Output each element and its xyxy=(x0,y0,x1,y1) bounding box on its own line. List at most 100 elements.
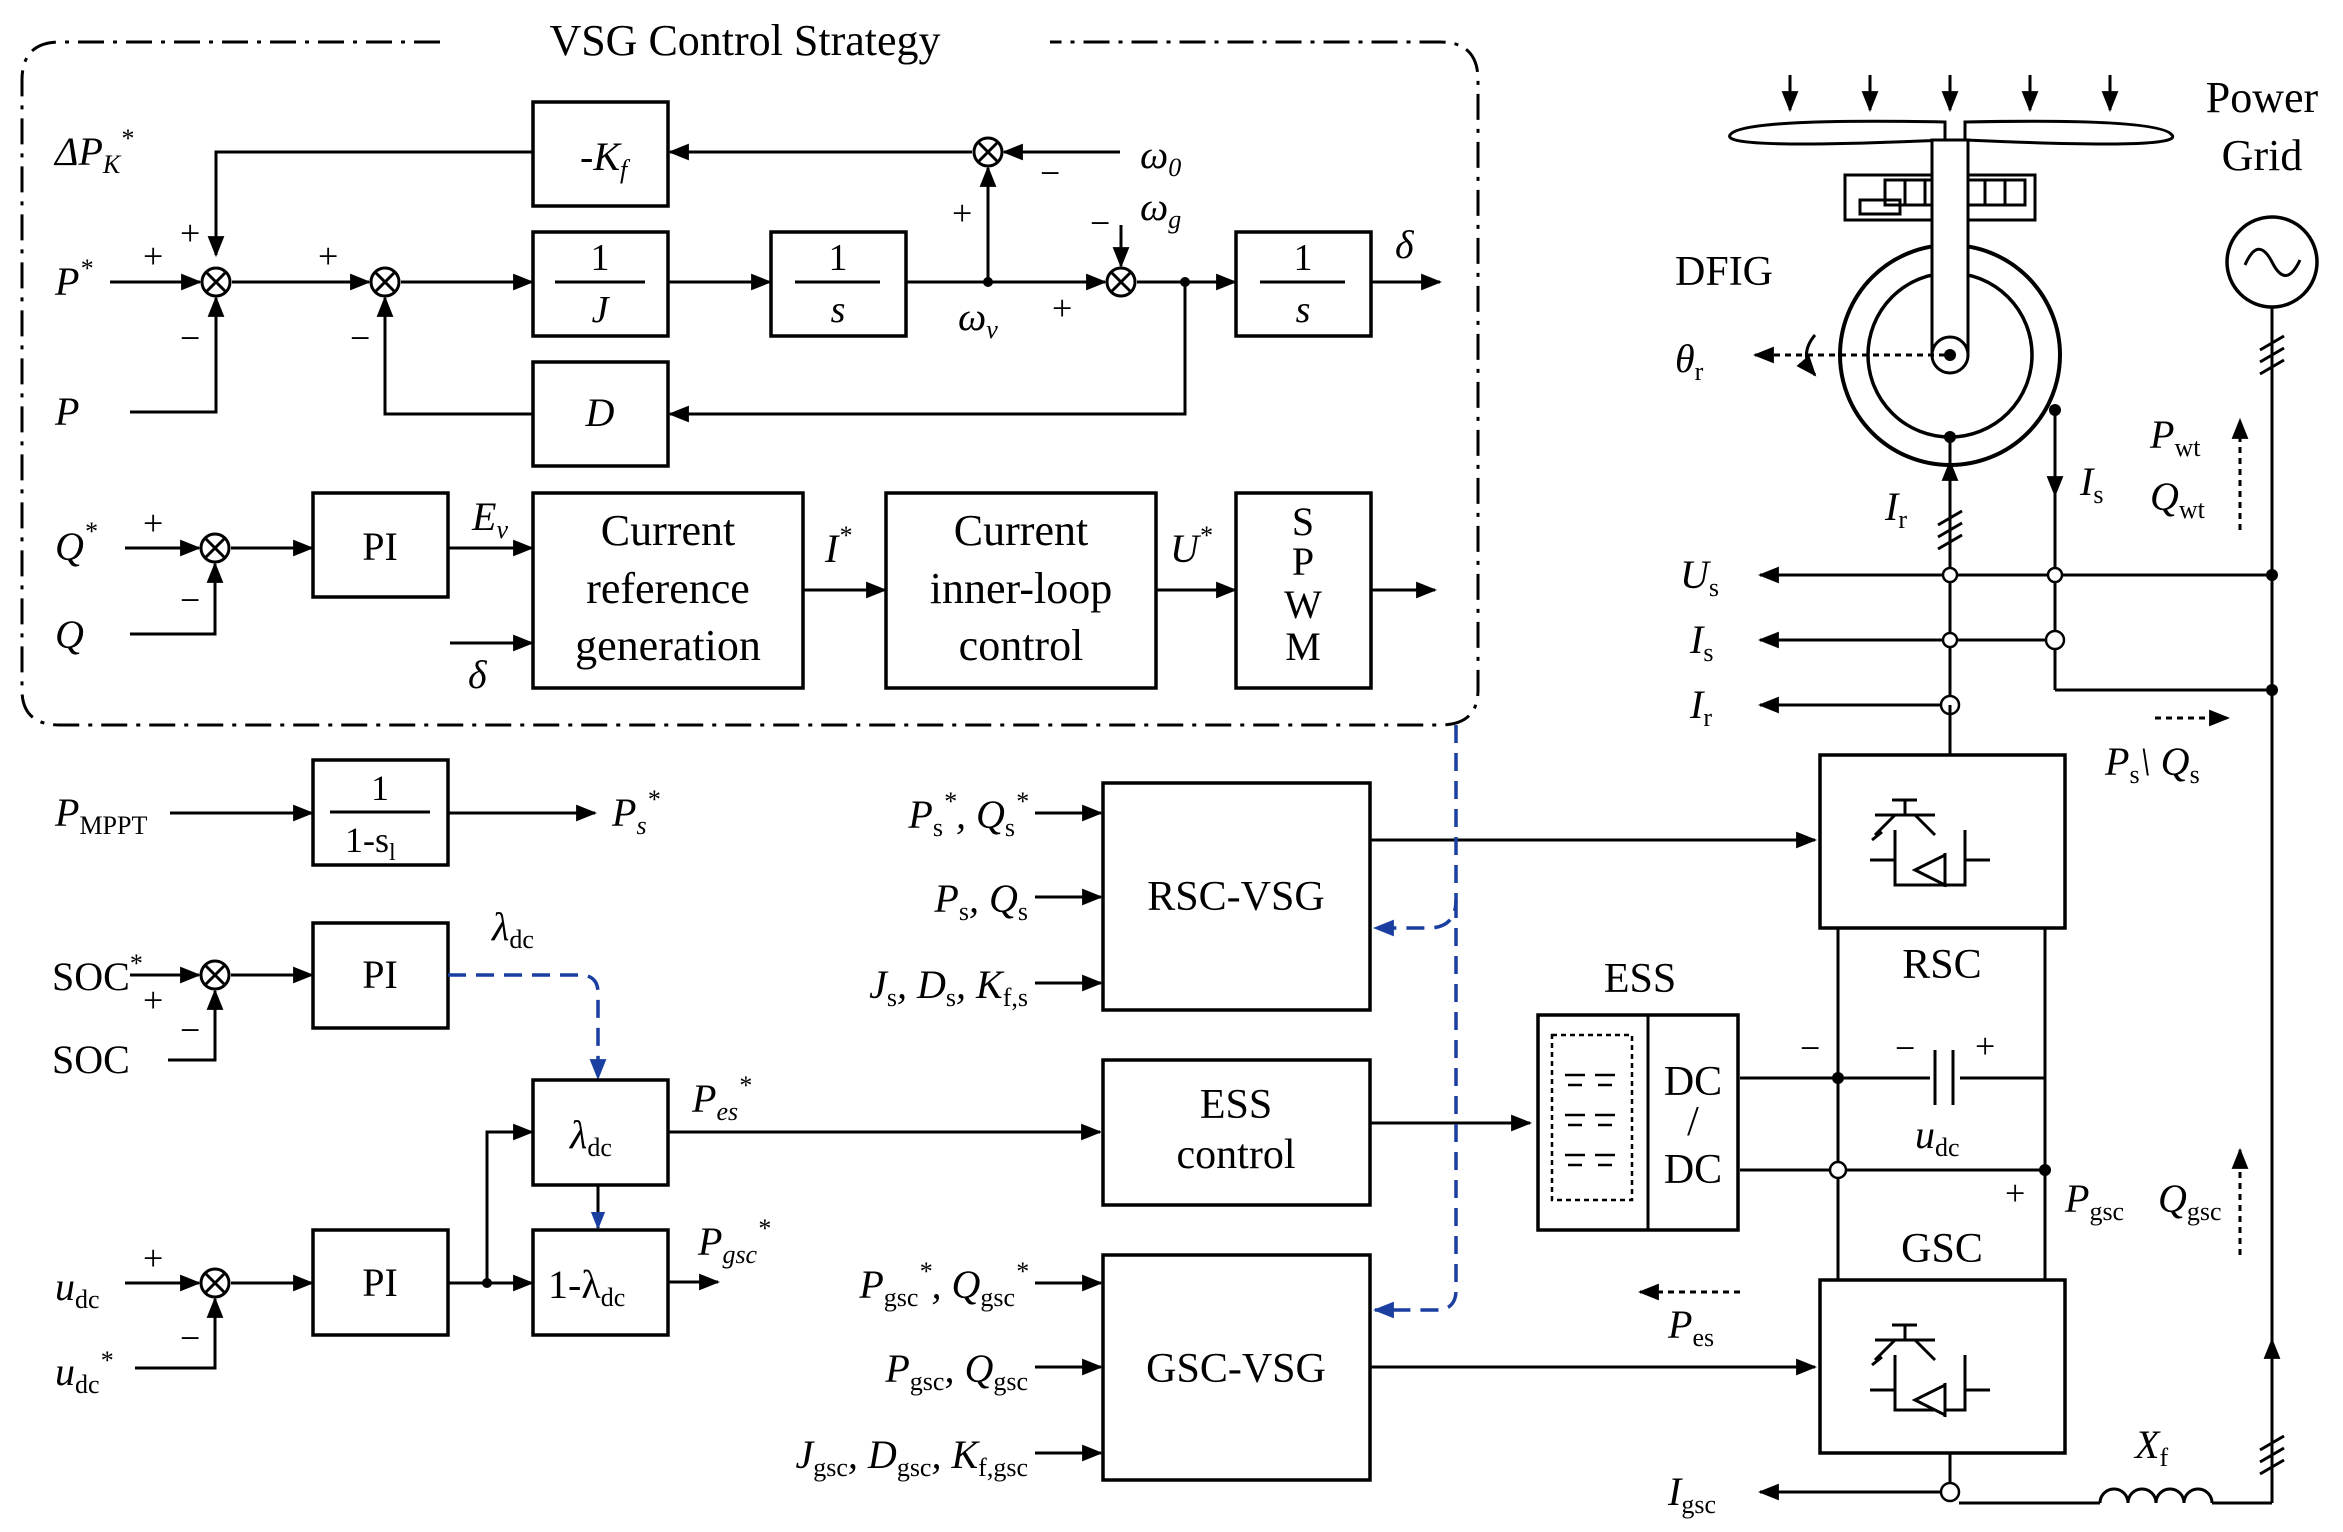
lambda-dc-label: λdc xyxy=(491,904,534,954)
vsg-frame: VSG Control Strategy xyxy=(20,16,1480,727)
udc-cap-label: udc xyxy=(1915,1112,1960,1162)
gsc-in1: Pgsc*, Qgsc* xyxy=(858,1257,1028,1312)
gsc-vsg-block xyxy=(1101,1253,1372,1482)
minus-sign: − xyxy=(180,1010,200,1050)
igsc-label: Igsc xyxy=(1667,1469,1716,1519)
spwm-block xyxy=(1234,491,1373,690)
lambda-block xyxy=(531,1078,670,1187)
q-meas-label: Q xyxy=(55,612,84,657)
svg-text:DC: DC xyxy=(1664,1059,1722,1105)
plus-sign: + xyxy=(143,1238,163,1278)
pi-soc-block xyxy=(311,921,450,1030)
plus-sign: + xyxy=(2005,1173,2025,1213)
gsc-in3: Jgsc, Dgsc, Kf,gsc xyxy=(795,1432,1028,1482)
dc-link: − + − + udc Pgsc Qgsc xyxy=(1740,928,2249,1280)
plus-sign: + xyxy=(143,236,163,276)
plus-sign: + xyxy=(1052,288,1072,328)
omegag-label: ωg xyxy=(1140,184,1181,234)
pwt-label: Pwt xyxy=(2149,412,2201,462)
svg-text:GSC: GSC xyxy=(1901,1226,1983,1272)
svg-text:S: S xyxy=(1292,499,1314,544)
svg-text:RSC-VSG: RSC-VSG xyxy=(1147,874,1324,920)
ev-label: Ev xyxy=(471,494,508,544)
inductor-icon xyxy=(2098,1487,2214,1504)
inertia-block xyxy=(531,230,670,338)
ps-star-label: Ps* xyxy=(611,785,660,840)
rsc-in1: Ps*, Qs* xyxy=(907,787,1028,842)
slip-den: 1-sl xyxy=(345,820,396,866)
mppt-path: PMPPT 1 1-sl Ps* xyxy=(54,758,660,867)
gsc-in2: Pgsc, Qgsc xyxy=(884,1346,1028,1396)
svg-text:control: control xyxy=(1177,1132,1296,1178)
delta-label: δ xyxy=(1395,222,1415,267)
svg-text:J: J xyxy=(592,289,611,331)
rsc-vsg-block xyxy=(1101,781,1372,1012)
gsc-converter: GSC Pes Igsc Xf xyxy=(1637,1226,2272,1519)
soc-path: SOC* + − SOC PI λdc λdc 1-λdc Pes* Pgsc* xyxy=(52,904,1103,1337)
theta-label: θr xyxy=(1675,336,1704,386)
wind-turbine: DFIG θr xyxy=(1675,75,2175,467)
us-label: Us xyxy=(1680,552,1719,602)
svg-text:Power: Power xyxy=(2206,73,2319,122)
reactive-path: Q* + − Q PI Ev δ Current reference gener… xyxy=(55,491,1438,697)
rsc-in3: Js, Ds, Kf,s xyxy=(869,962,1028,1012)
pes-label: Pes xyxy=(1667,1302,1714,1352)
svg-text:Current: Current xyxy=(954,506,1088,555)
u-star-label: U* xyxy=(1170,521,1212,571)
soc-label: SOC xyxy=(52,1037,130,1082)
udc-ref-label: udc* xyxy=(55,1346,113,1399)
current-reference-block xyxy=(531,491,805,690)
svg-text:generation: generation xyxy=(575,621,761,670)
sum-junction-udc xyxy=(199,1267,231,1299)
svg-text:DC: DC xyxy=(1664,1147,1722,1193)
rsc-converter: RSC xyxy=(1818,705,2067,988)
integrator-block xyxy=(769,230,908,338)
rsc-igbt-icon xyxy=(1818,753,2067,930)
ess-battery-icon xyxy=(1536,1013,1740,1232)
ir-label: Ir xyxy=(1689,682,1712,732)
minus-sign: − xyxy=(180,318,200,358)
svg-text:RSC: RSC xyxy=(1902,942,1981,988)
svg-text:/: / xyxy=(1687,1099,1699,1145)
qgsc-label: Qgsc xyxy=(2158,1176,2222,1226)
soc-ref-label: SOC* xyxy=(52,949,143,999)
svg-text:GSC-VSG: GSC-VSG xyxy=(1146,1346,1326,1392)
rsc-vsg-group: RSC-VSG Ps*, Qs* Ps, Qs Js, Ds, Kf,s xyxy=(869,781,1818,1012)
minus-sign: − xyxy=(350,318,370,358)
power-grid: Power Grid Pwt Qwt xyxy=(2149,73,2319,1503)
svg-text:Grid: Grid xyxy=(2222,131,2303,180)
udc-path: udc + − udc* PI xyxy=(55,1123,535,1399)
sum-junction-p xyxy=(200,266,232,298)
vsg-output-link xyxy=(1372,725,1458,1319)
xf-label: Xf xyxy=(2133,1422,2168,1472)
stator-rotor-lines: Ir Is Us Is Ir Ps\ Qs xyxy=(1680,404,2278,789)
sum-junction-omega xyxy=(972,136,1004,168)
ess-unit: ESS DC / DC xyxy=(1536,956,1740,1232)
svg-text:1: 1 xyxy=(829,237,848,279)
minus-sign: − xyxy=(1800,1028,1820,1068)
p-ref-label: P* xyxy=(54,254,92,304)
is2-label: Is xyxy=(2079,459,2103,509)
one-minus-lambda-label: 1-λdc xyxy=(548,1262,625,1312)
svg-text:1: 1 xyxy=(1294,237,1313,279)
svg-text:s: s xyxy=(831,289,846,331)
minus-sign: − xyxy=(180,1318,200,1358)
svg-text:ESS: ESS xyxy=(1604,956,1676,1002)
svg-text:PI: PI xyxy=(362,524,398,569)
omega0-label: ω0 xyxy=(1140,132,1181,182)
svg-text:W: W xyxy=(1284,582,1322,627)
svg-text:1: 1 xyxy=(591,237,610,279)
svg-text:reference: reference xyxy=(586,564,750,613)
sum-junction-omegag xyxy=(1105,266,1137,298)
kf-path: -Kf ω0 − + ΔPK* xyxy=(53,100,1181,282)
page-title: VSG Control Strategy xyxy=(549,16,940,65)
gsc-vsg-group: GSC-VSG Pgsc*, Qgsc* Pgsc, Qgsc Jgsc, Dg… xyxy=(795,1253,1818,1482)
kf-label: -Kf xyxy=(580,134,631,184)
gsc-igbt-icon xyxy=(1818,1278,2067,1455)
rotor-blade-icon xyxy=(1728,119,2175,146)
wind-arrows-icon xyxy=(1781,75,2119,113)
udc-label: udc xyxy=(55,1264,100,1314)
svg-text:inner-loop: inner-loop xyxy=(930,564,1112,613)
pgsc-label: Pgsc xyxy=(2064,1176,2124,1226)
